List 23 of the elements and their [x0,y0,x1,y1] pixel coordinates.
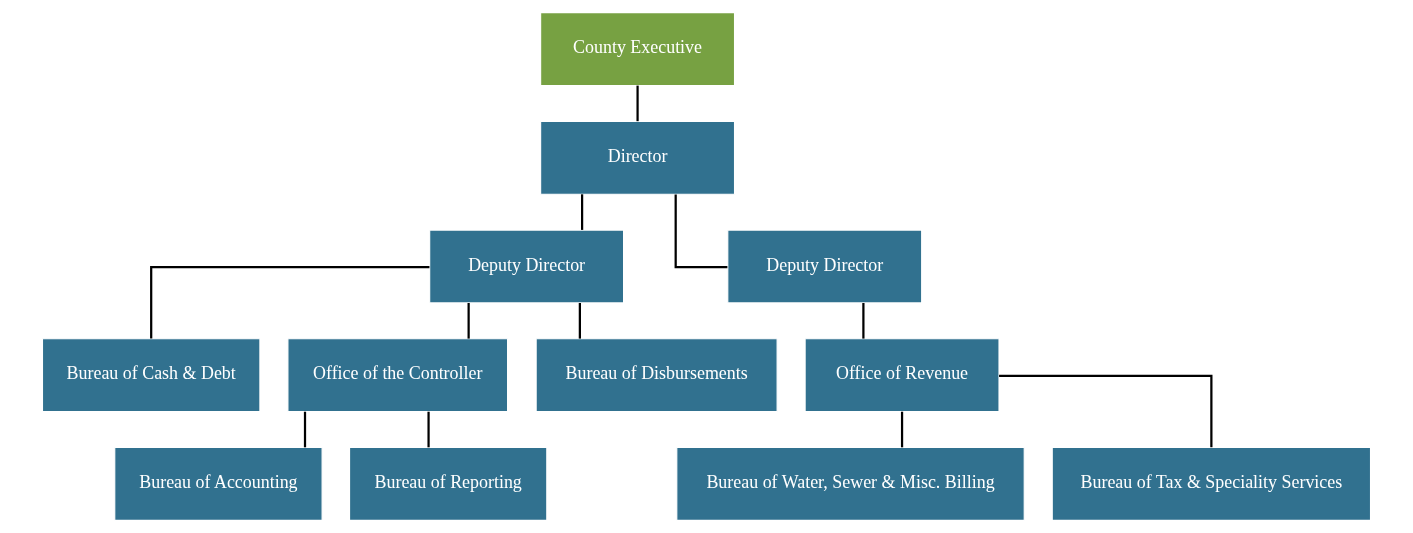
node-box: Bureau of Water, Sewer & Misc. Billing [676,446,1025,521]
node-box: Bureau of Tax & Speciality Services [1051,446,1372,521]
node-box: Deputy Director [727,229,923,304]
connector [467,303,470,339]
connector [900,411,904,448]
connector [150,265,430,339]
connector [303,411,307,448]
node-box: Office of the Controller [287,338,509,413]
node-box: Bureau of Accounting [114,446,323,521]
connector [578,303,581,339]
connector [674,194,728,269]
connector [581,194,584,230]
connector [999,374,1213,448]
node-box: Office of Revenue [804,338,1000,413]
node-box: Director [540,120,736,195]
node-box: Deputy Director [429,229,625,304]
node-box: Bureau of Disbursements [535,338,778,413]
node-box: Bureau of Reporting [349,446,548,521]
node-box: Bureau of Cash & Debt [41,338,261,413]
node-box: County Executive [540,12,736,87]
connector [636,85,639,122]
connector [862,303,865,339]
connector [427,411,430,448]
